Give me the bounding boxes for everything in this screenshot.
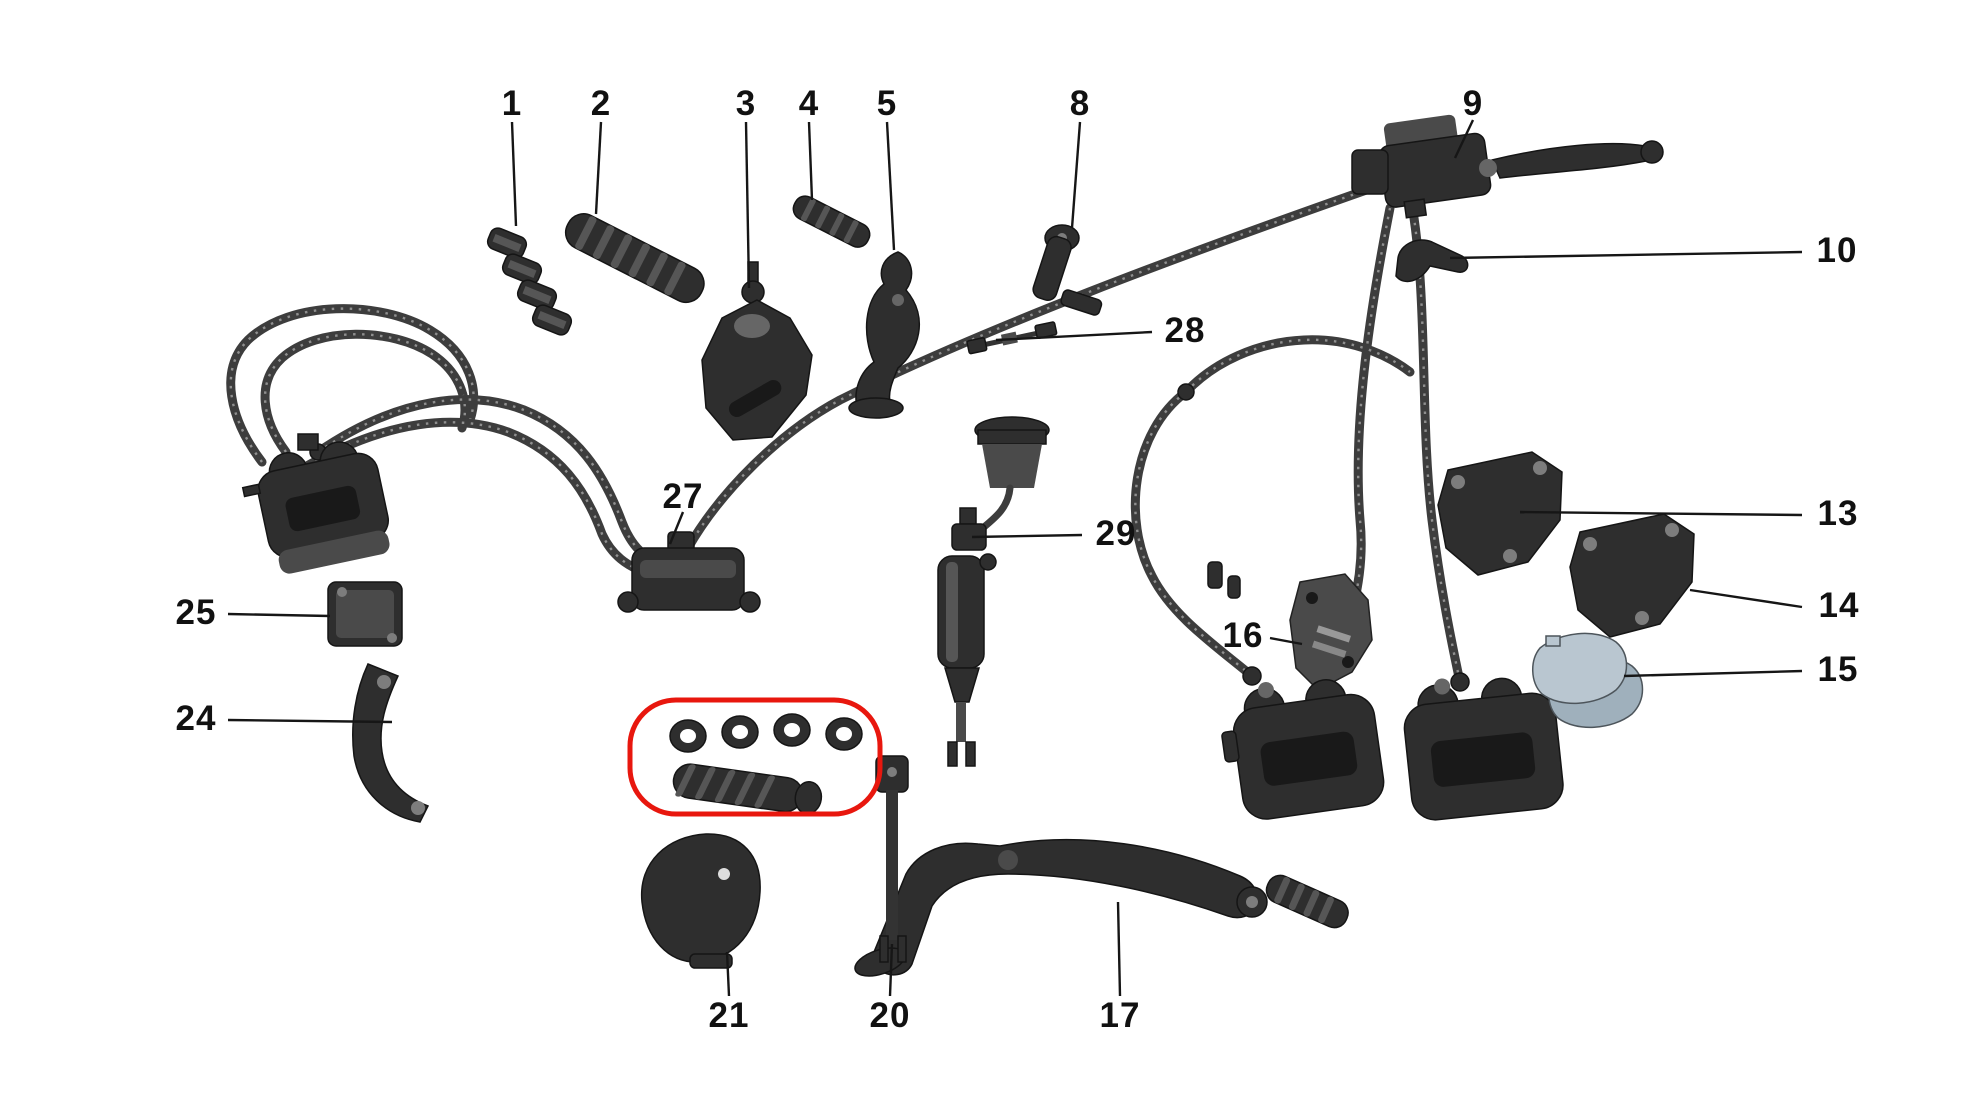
leader-line-2 <box>594 121 603 215</box>
part-27-junction <box>617 531 761 613</box>
leader-line-25 <box>227 612 331 618</box>
part-label-1: 1 <box>501 84 523 123</box>
part-label-4: 4 <box>798 84 820 123</box>
pedal-spring <box>1265 874 1349 929</box>
part-label-13: 13 <box>1817 494 1859 533</box>
leader-line-5 <box>885 121 896 251</box>
rear-caliper-banjo <box>297 433 319 451</box>
part-label-29: 29 <box>1095 514 1137 553</box>
leader-line-16 <box>1269 636 1303 646</box>
leader-line-14 <box>1689 588 1803 609</box>
part-label-9: 9 <box>1462 84 1484 123</box>
part-21-heel-guard <box>640 833 761 969</box>
highlight-oval <box>627 697 883 817</box>
part-label-15: 15 <box>1817 650 1859 689</box>
leader-line-1 <box>510 121 518 227</box>
rear-caliper <box>241 441 390 574</box>
part-14-plate <box>1569 513 1695 638</box>
part-3-bracket <box>701 261 813 441</box>
leader-line-27 <box>668 511 685 545</box>
part-4-sleeve <box>792 195 871 248</box>
part-5-lever <box>848 251 921 419</box>
leader-line-28 <box>995 330 1153 342</box>
part-24-bracket <box>352 663 430 823</box>
leader-line-17 <box>1116 901 1122 997</box>
front-caliper-right <box>1403 677 1564 821</box>
part-15-brake-pads <box>1532 632 1644 728</box>
leader-line-21 <box>725 951 731 997</box>
leader-line-3 <box>744 121 751 289</box>
part-label-20: 20 <box>869 996 911 1035</box>
leader-line-29 <box>971 533 1083 539</box>
part-10-clamp <box>1395 239 1469 283</box>
highlighted-grommet-set <box>669 713 863 815</box>
part-label-3: 3 <box>735 84 757 123</box>
leader-line-13 <box>1519 510 1803 517</box>
part-label-21: 21 <box>708 996 750 1035</box>
part-label-24: 24 <box>175 699 217 738</box>
part-label-2: 2 <box>590 84 612 123</box>
part-16-adapter <box>1207 561 1373 691</box>
part-label-16: 16 <box>1222 616 1264 655</box>
part-1-spacers <box>486 227 573 336</box>
brake-hoses <box>226 175 1470 692</box>
part-17-pedal <box>854 838 1268 977</box>
leader-line-20 <box>888 943 894 997</box>
part-13-plate <box>1437 451 1563 576</box>
leader-line-4 <box>807 121 814 201</box>
part-label-14: 14 <box>1818 586 1860 625</box>
part-8-arm <box>1032 224 1103 316</box>
leader-line-15 <box>1623 669 1803 678</box>
part-label-5: 5 <box>876 84 898 123</box>
leader-lines <box>227 119 1803 997</box>
part-25-plate <box>327 581 403 647</box>
part-9-brake-lever-assembly <box>1351 114 1664 219</box>
leader-line-8 <box>1070 121 1082 229</box>
part-label-17: 17 <box>1099 996 1141 1035</box>
part-label-10: 10 <box>1816 231 1858 270</box>
part-label-8: 8 <box>1069 84 1091 123</box>
part-2-grip <box>564 213 705 304</box>
part-20-push-rod <box>875 755 909 963</box>
leader-line-24 <box>227 718 393 724</box>
part-label-27: 27 <box>662 477 704 516</box>
part-29-master-cylinder <box>937 416 1050 767</box>
part-label-28: 28 <box>1164 311 1206 350</box>
part-label-25: 25 <box>175 593 217 632</box>
front-caliper-left <box>1221 679 1385 820</box>
leader-line-10 <box>1449 250 1803 260</box>
leader-line-9 <box>1453 119 1475 159</box>
